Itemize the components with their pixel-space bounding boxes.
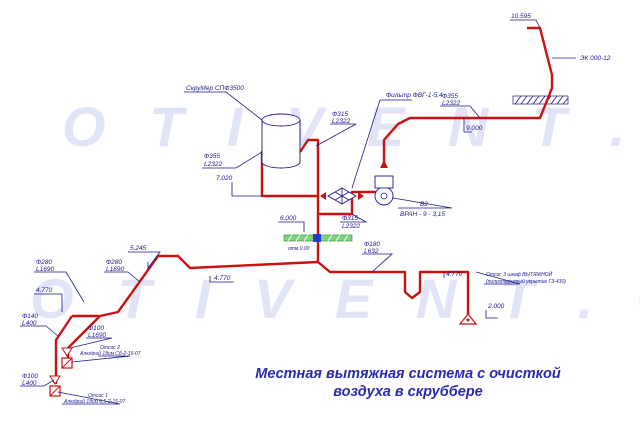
label-elev-2000: 2.000: [487, 303, 505, 310]
floor-crossing: [283, 234, 353, 242]
label-top-elevation: 10.595: [511, 13, 531, 20]
label-d280: Ф280: [106, 259, 122, 266]
scrubber-unit: [261, 113, 301, 169]
label-d140: Ф140: [22, 313, 38, 320]
label-l2322-top: L2322: [442, 100, 460, 107]
label-elev-5245: 5.245: [130, 245, 147, 252]
label-fan-model: ВРАН - 9 - 3,15: [400, 211, 445, 218]
label-l400-a: L400: [22, 320, 37, 327]
label-otsos3-sub: (полуоткрытый укрытие ГЗ-410): [486, 278, 566, 285]
roof-hatch: [512, 95, 569, 105]
watermark-bottom: O T I V E N T . C O M: [30, 267, 640, 330]
label-otsos1: Отсос 1: [88, 393, 108, 399]
label-d180: Ф180: [364, 241, 380, 248]
label-otsos2-sub: Алюдрий 18см Сб-2-15-07: [79, 350, 141, 357]
filter-symbol: [320, 187, 364, 205]
label-l400-b: L400: [22, 380, 37, 387]
label-elev-7020: 7.020: [216, 175, 233, 182]
fan-symbol: [374, 160, 394, 206]
label-fan-id: В2: [420, 201, 428, 208]
label-d100-a: Ф100: [88, 325, 104, 332]
caption-line-1: Местная вытяжная система с очисткой: [255, 366, 561, 382]
label-filter: Фильтр ФВГ-1-5,4: [386, 92, 443, 99]
label-otsos3: Отсос 3 шкаф ВЫТЯЖНОЙ: [486, 270, 553, 278]
label-d315-a: Ф315: [332, 111, 348, 118]
label-otsos2: Отсос 2: [100, 345, 120, 351]
label-elev-4770-a: 4.770: [36, 287, 53, 294]
suction-devices: [49, 313, 478, 397]
label-l2322-b: L2322: [342, 223, 360, 230]
label-otsos1-sub: Алюдрий 18см 6,5-2-15-07: [63, 398, 125, 405]
label-elev-9000: 9.000: [466, 125, 483, 132]
label-l2322-a: L2322: [332, 118, 350, 125]
label-l1690-a: L1690: [106, 266, 124, 273]
leaders: [20, 19, 576, 405]
label-d315-b: Ф315: [342, 215, 358, 222]
label-exhaust: ЭК 000-12: [580, 55, 611, 62]
label-scrubber: СкруМер СПФ3500: [186, 85, 244, 92]
caption-line-2: воздуха в скруббере: [333, 384, 483, 400]
label-l2322-left: L2322: [204, 161, 222, 168]
label-floor-node: отм.0.00: [288, 246, 310, 252]
duct-network: [54, 26, 554, 384]
label-elev-6000: 6.000: [280, 215, 297, 222]
label-l1690-b: L1690: [36, 266, 54, 273]
label-l632: L632: [364, 248, 379, 255]
label-l1690-c: L1690: [88, 332, 106, 339]
label-d355-left: Ф355: [204, 153, 220, 160]
label-elev-4770-c: 4.770: [446, 271, 463, 278]
label-d100-b: Ф100: [22, 373, 38, 380]
label-elev-4770-b: 4.770: [214, 275, 231, 282]
label-d355-top: Ф355: [442, 93, 458, 100]
label-d280-left: Ф280: [36, 259, 52, 266]
